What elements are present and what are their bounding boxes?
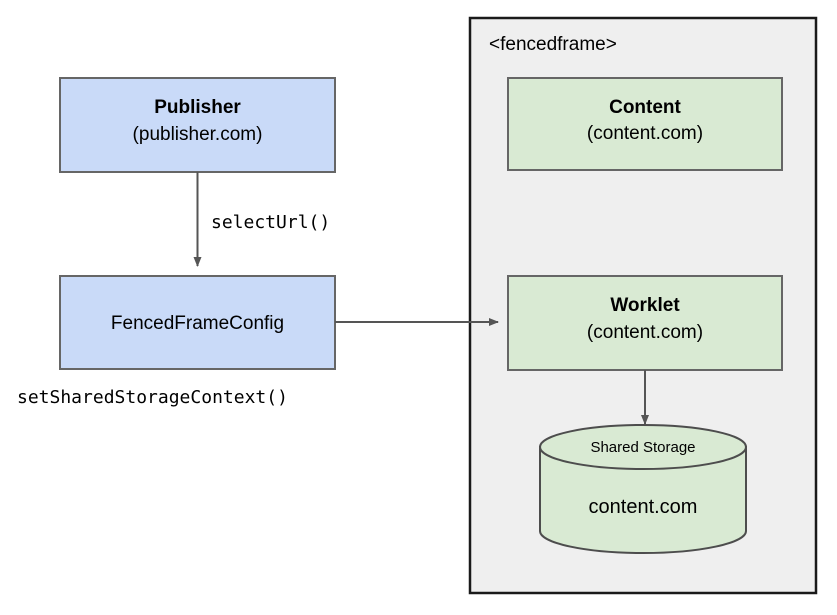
shared-storage-cylinder-body[interactable] — [539, 446, 747, 554]
shared-storage-cylinder-top[interactable] — [539, 424, 747, 470]
content-box[interactable] — [507, 77, 783, 171]
publisher-title: Publisher — [154, 97, 241, 118]
worklet-title: Worklet — [610, 295, 680, 316]
fenced-frame-config-title: FencedFrameConfig — [111, 313, 284, 334]
node-worklet[interactable]: Worklet (content.com) — [507, 275, 783, 371]
node-fenced-frame-config[interactable]: FencedFrameConfig — [59, 275, 336, 370]
fenced-frame-config-box[interactable] — [59, 275, 336, 370]
fencedframe-label: <fencedframe> — [489, 34, 617, 55]
publisher-subtitle: (publisher.com) — [133, 124, 263, 145]
worklet-subtitle: (content.com) — [587, 322, 703, 343]
node-content[interactable]: Content (content.com) — [507, 77, 783, 171]
edge-select-url: selectUrl() — [193, 172, 330, 267]
set-shared-storage-context-label: setSharedStorageContext() — [17, 387, 288, 408]
worklet-box[interactable] — [507, 275, 783, 371]
content-title: Content — [609, 97, 681, 118]
node-publisher[interactable]: Publisher (publisher.com) — [59, 77, 336, 173]
node-shared-storage[interactable]: Shared Storage content.com — [539, 424, 747, 554]
select-url-label: selectUrl() — [211, 212, 330, 233]
shared-storage-title: Shared Storage — [590, 439, 695, 456]
shared-storage-subtitle: content.com — [589, 496, 698, 518]
content-subtitle: (content.com) — [587, 123, 703, 144]
